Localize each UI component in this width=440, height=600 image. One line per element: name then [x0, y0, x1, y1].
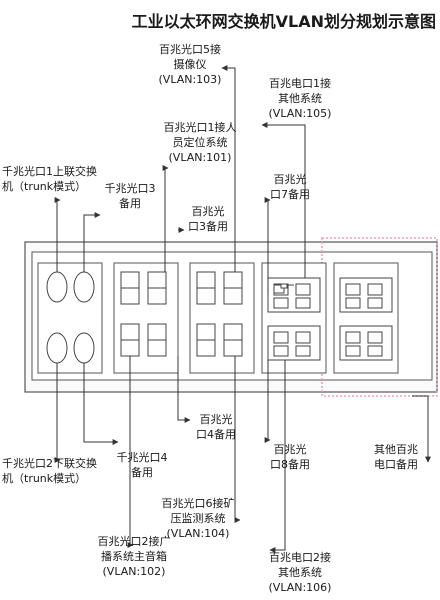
leader-g4 [83, 363, 119, 445]
label-gigabit-port4: 千兆光口4 备用 [116, 451, 168, 479]
label-fe-port1: 百兆光口1接人 员定位系统 (VLAN:101) [163, 121, 237, 164]
leader-p7 [264, 197, 271, 295]
leader-spare [412, 395, 431, 463]
label-fe-port5: 百兆光口5接 摄像仪 (VLAN:103) [158, 43, 222, 86]
spare-electrical-highlight [321, 237, 438, 397]
leader-p2 [127, 356, 134, 548]
leader-p1 [162, 165, 169, 272]
label-fe-electrical1: 百兆电口1接 其他系统 (VLAN:105) [268, 77, 332, 120]
label-fe-port4: 百兆光 口4备用 [196, 413, 236, 441]
leader-p8 [264, 360, 271, 443]
leader-lines [54, 65, 431, 553]
label-gigabit-port1: 千兆光口1上联交换 机（trunk模式） [2, 165, 97, 193]
fe-fiber-module-a [113, 262, 179, 374]
fe-fiber-module-b [189, 262, 255, 374]
label-gigabit-port3: 千兆光口3 备用 [104, 182, 156, 210]
diagram-title: 工业以太环网交换机VLAN划分规划示意图 [131, 12, 436, 31]
leader-pe1 [261, 122, 306, 278]
leader-g3 [83, 212, 101, 272]
leader-p4 [177, 356, 191, 423]
leader-p6 [234, 356, 241, 523]
gigabit-port-4 [73, 332, 95, 364]
leader-g2 [54, 363, 61, 463]
fe-electrical-module-a [261, 262, 327, 374]
label-spare-electrical: 其他百兆 电口备用 [374, 443, 418, 471]
gigabit-module [37, 262, 103, 374]
label-fe-port8: 百兆光 口8备用 [270, 443, 310, 471]
label-fe-port3: 百兆光 口3备用 [188, 205, 228, 233]
label-fe-port6: 百兆光口6接矿 压监测系统 (VLAN:104) [161, 497, 235, 540]
gigabit-port-1 [46, 271, 68, 303]
gigabit-port-2 [46, 332, 68, 364]
label-fe-port7: 百兆光 口7备用 [270, 173, 310, 201]
leader-g1 [54, 197, 61, 272]
leader-p5 [221, 65, 236, 272]
label-fe-port2: 百兆光口2接广 播系统主音箱 (VLAN:102) [97, 535, 171, 578]
gigabit-port-3 [73, 271, 95, 303]
label-fe-electrical2: 百兆电口2接 其他系统 (VLAN:106) [268, 551, 332, 594]
fe-electrical-module-b [333, 262, 399, 374]
label-gigabit-port2: 千兆光口2下联交换 机（trunk模式） [2, 457, 97, 485]
leader-pe2 [269, 360, 286, 553]
